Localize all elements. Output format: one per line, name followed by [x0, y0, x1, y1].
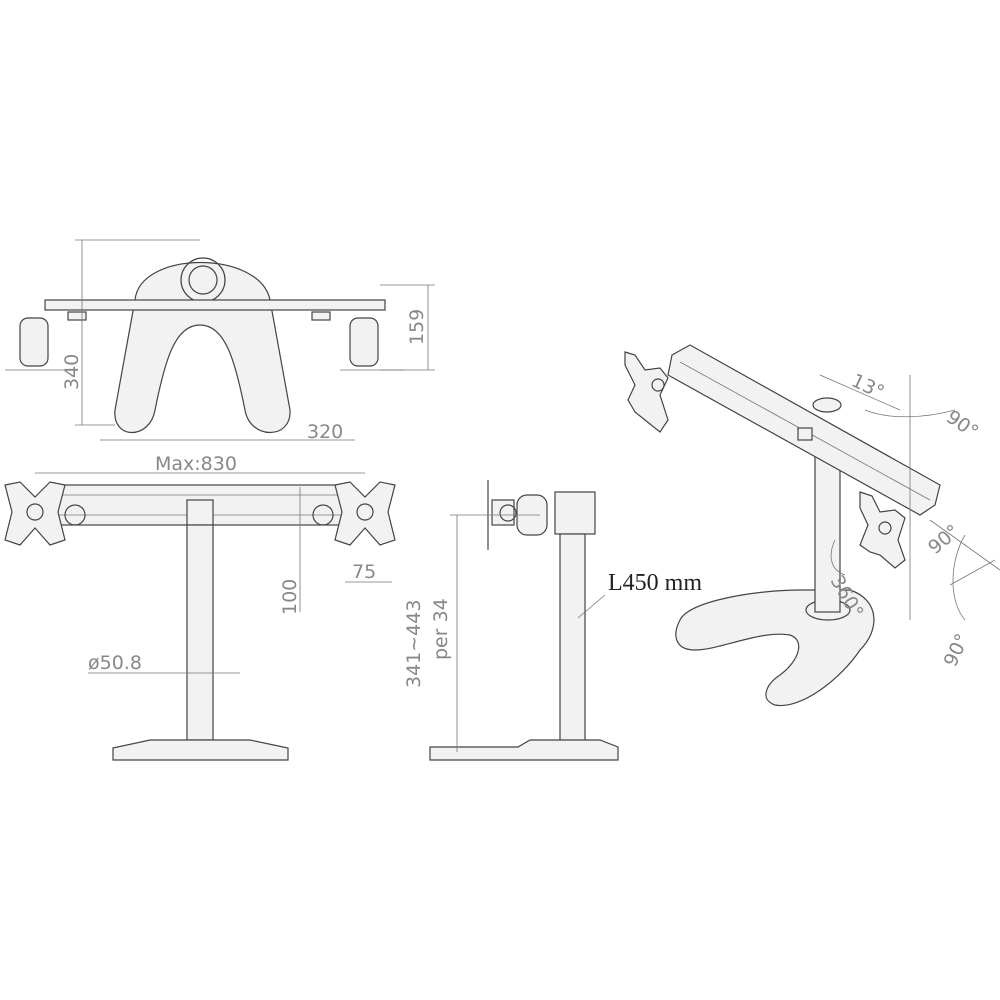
iso-base — [675, 589, 875, 707]
front-right-vesa-plate — [334, 481, 396, 546]
side-view: 341~443 per 34 L450 mm — [403, 480, 702, 761]
top-view-base — [114, 262, 291, 434]
iso-right-vesa-plate — [859, 491, 906, 569]
pole-length-label: L450 mm — [608, 570, 702, 596]
dim-75: 75 — [352, 561, 376, 583]
dim-100: 100 — [279, 579, 301, 615]
dim-pole-diameter: ø50.8 — [88, 652, 142, 674]
front-view-pole — [186, 524, 214, 741]
front-view-base — [112, 739, 289, 761]
dim-height-range: 341~443 — [403, 600, 425, 688]
dim-320: 320 — [307, 421, 343, 443]
isometric-view: 13° 90° 360° 90° 90° — [624, 344, 1000, 707]
front-view: Max:830 100 75 ø50.8 — [4, 453, 396, 761]
side-view-base — [429, 739, 619, 761]
pivot-angle-label-1: 90° — [924, 520, 964, 559]
iso-left-vesa-plate — [624, 351, 669, 433]
tilt-angle-label: 13° — [848, 370, 888, 404]
top-view-bar — [44, 299, 386, 311]
dim-height-step: per 34 — [430, 598, 452, 660]
front-left-vesa-plate — [4, 481, 66, 546]
pivot-angle-label-2: 90° — [940, 630, 974, 670]
top-view-right-head — [349, 317, 379, 367]
side-view-bar — [554, 491, 596, 535]
dim-340: 340 — [61, 354, 83, 390]
top-view-left-head — [19, 317, 49, 367]
dim-159: 159 — [406, 309, 428, 345]
side-view-pole — [559, 533, 586, 747]
top-view: 340 159 320 — [5, 239, 435, 443]
dim-max-830: Max:830 — [155, 453, 237, 475]
